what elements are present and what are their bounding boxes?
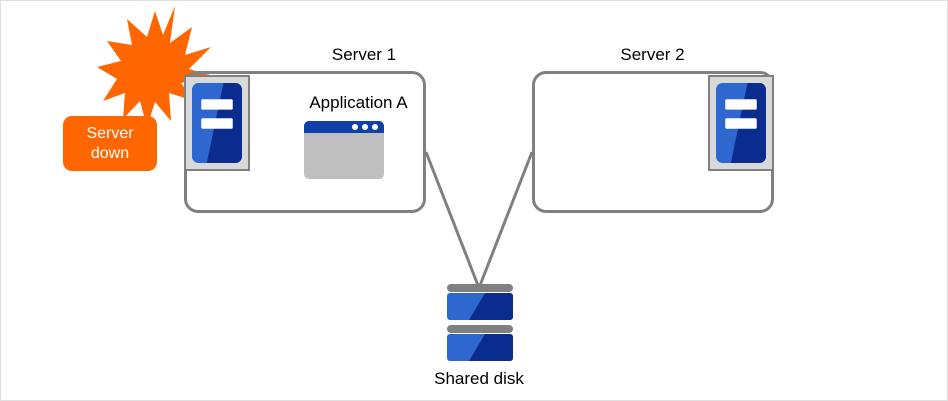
link-server2-to-disk [477,151,534,289]
server-1-title: Server 1 [331,45,397,64]
server-2-icon-frame [708,75,774,171]
server-down-badge: Server down [63,116,157,171]
server-2-title: Server 2 [620,45,685,64]
application-a-label: Application A [309,93,408,112]
lightning-burst-icon [97,6,211,127]
disk-stack-icon [447,284,513,361]
server-down-label-line2: down [90,144,130,162]
application-window-icon [304,121,384,179]
application-window-titlebar [304,121,384,133]
server-tower-icon [716,83,766,163]
window-dot-icon [352,124,358,130]
server-down-label-line1: Server [86,124,134,142]
server-tower-icon [192,83,242,163]
shared-disk-label: Shared disk [434,369,524,388]
window-dot-icon [372,124,378,130]
link-server1-to-disk [424,151,481,289]
window-dot-icon [362,124,368,130]
server-1-icon-frame [184,75,250,171]
